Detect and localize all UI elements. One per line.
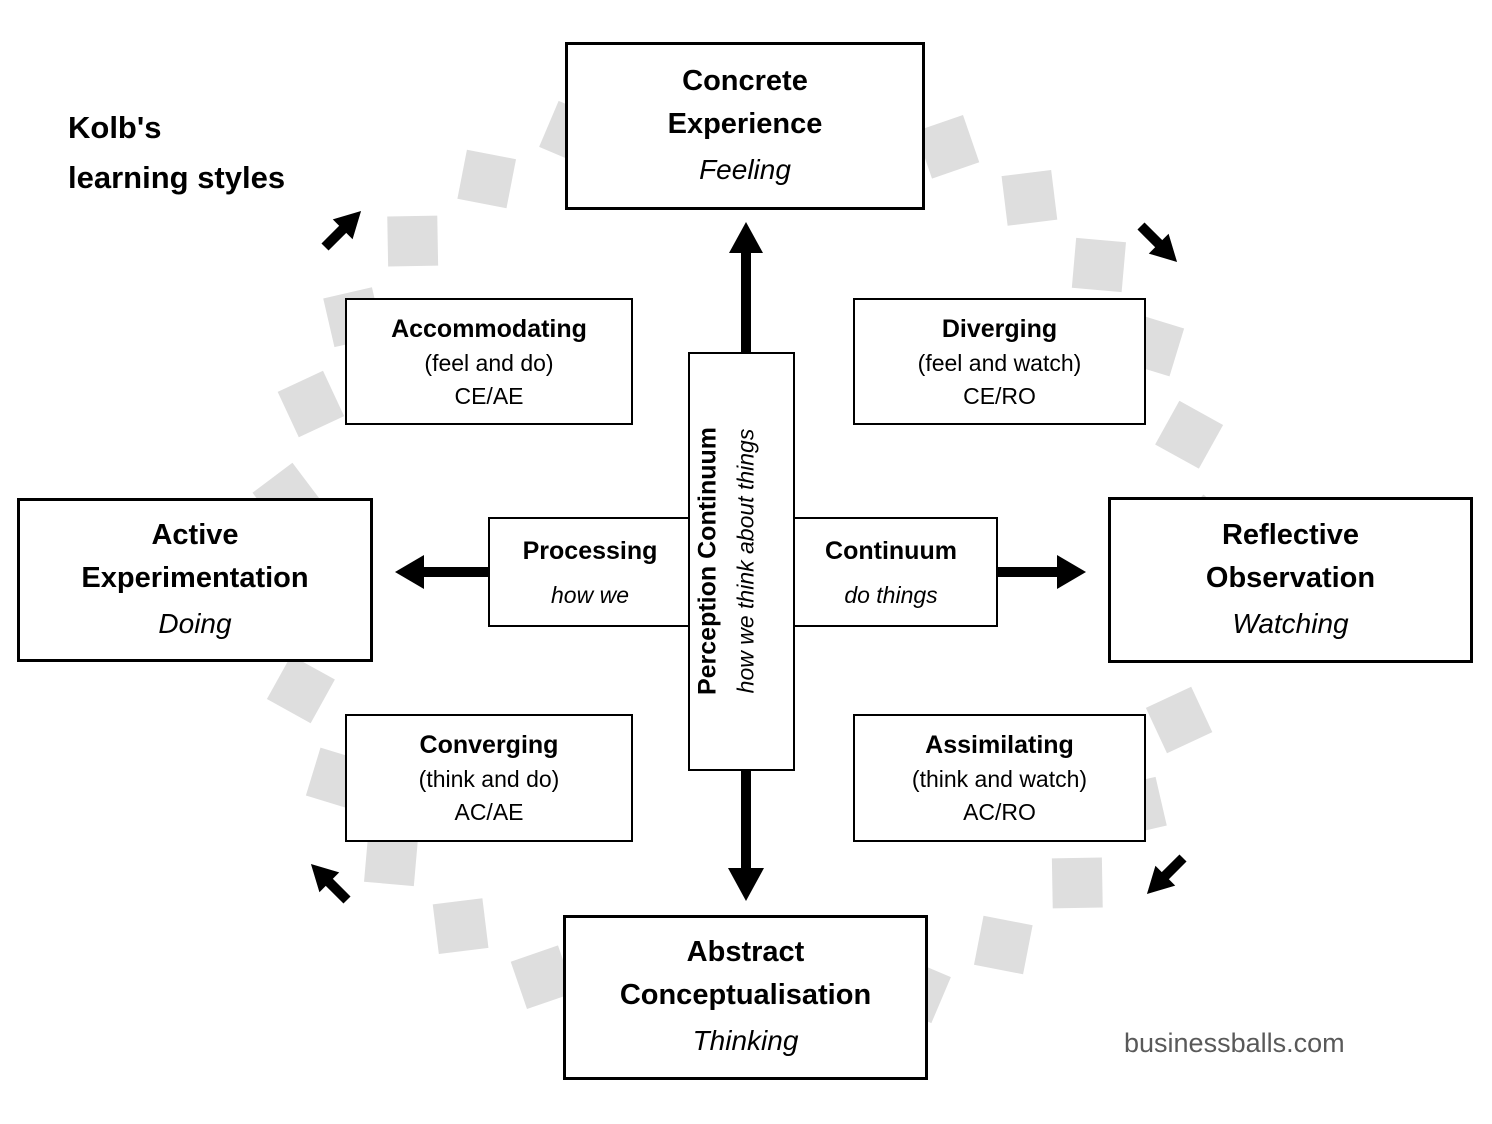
style-combo: (feel and watch) <box>917 349 1082 376</box>
stage-name: Concrete Experience <box>667 64 823 140</box>
cycle-diamond <box>1155 400 1224 469</box>
style-code: AC/RO <box>963 799 1036 825</box>
style-code: CE/AE <box>454 382 524 409</box>
style-box-diverging: Diverging (feel and watch) CE/RO <box>853 298 1146 425</box>
style-name: Diverging <box>941 314 1058 343</box>
stage-box-concrete-experience: Concrete Experience Feeling <box>565 42 925 210</box>
cycle-arrow-sw-icon <box>1146 854 1187 895</box>
stage-box-abstract-conceptualisation: Abstract Conceptualisation Thinking <box>563 915 928 1080</box>
style-combo: (think and watch) <box>911 766 1088 792</box>
cycle-arrow-se-icon <box>1137 222 1178 263</box>
stage-name: Active Experimentation <box>81 518 309 594</box>
style-code: CE/RO <box>963 382 1036 409</box>
axis-sublabel: how we think about things <box>732 428 759 694</box>
style-name: Accommodating <box>391 314 587 343</box>
axis-sublabel: how we <box>551 582 629 608</box>
axis-label: Processing <box>522 537 658 565</box>
cycle-diamond <box>457 149 517 209</box>
cycle-diamond <box>510 945 575 1009</box>
cycle-diamond <box>1071 237 1126 293</box>
cycle-diamond <box>387 215 439 267</box>
cycle-diamond <box>277 370 345 438</box>
style-name: Assimilating <box>925 731 1074 759</box>
stage-name: Abstract Conceptualisation <box>619 936 872 1011</box>
stage-box-reflective-observation: Reflective Observation Watching <box>1108 497 1473 663</box>
axis-arrow-right-icon <box>998 555 1086 589</box>
style-name: Converging <box>419 731 559 759</box>
stage-mode: Feeling <box>699 153 791 185</box>
axis-arrow-down-icon <box>728 770 764 901</box>
processing-continuum-left: Processing how we <box>490 519 690 625</box>
cycle-arrow-nw-icon <box>310 863 351 904</box>
stage-mode: Thinking <box>692 1025 799 1056</box>
stage-box-active-experimentation: Active Experimentation Doing <box>17 498 373 662</box>
style-box-assimilating: Assimilating (think and watch) AC/RO <box>853 714 1146 842</box>
cycle-diamond <box>1051 857 1103 909</box>
cycle-diamond <box>915 115 980 179</box>
stage-mode: Doing <box>158 607 232 639</box>
axis-arrow-left-icon <box>395 555 490 589</box>
style-combo: (think and do) <box>418 766 560 792</box>
stage-mode: Watching <box>1232 607 1349 639</box>
style-box-accommodating: Accommodating (feel and do) CE/AE <box>345 298 633 425</box>
axis-arrow-up-icon <box>729 222 763 354</box>
axis-sublabel: do things <box>844 582 938 608</box>
credit-watermark: businessballs.com <box>1124 1028 1345 1058</box>
cycle-diamond <box>432 898 489 954</box>
processing-continuum-right: Continuum do things <box>786 519 996 625</box>
cycle-arrow-ne-icon <box>321 210 362 251</box>
cycle-diamond <box>266 655 335 724</box>
style-combo: (feel and do) <box>424 349 554 376</box>
perception-continuum-box: Perception Continuum how we think about … <box>688 352 795 771</box>
style-box-converging: Converging (think and do) AC/AE <box>345 714 633 842</box>
style-code: AC/AE <box>454 799 524 825</box>
cycle-diamond <box>1001 170 1058 226</box>
cycle-diamond <box>973 915 1033 975</box>
stage-name: Reflective Observation <box>1205 518 1376 594</box>
axis-label: Continuum <box>825 537 957 565</box>
cycle-diamond <box>364 831 419 887</box>
cycle-diamond <box>1145 686 1213 754</box>
diagram-title: Kolb's learning styles <box>68 110 286 195</box>
